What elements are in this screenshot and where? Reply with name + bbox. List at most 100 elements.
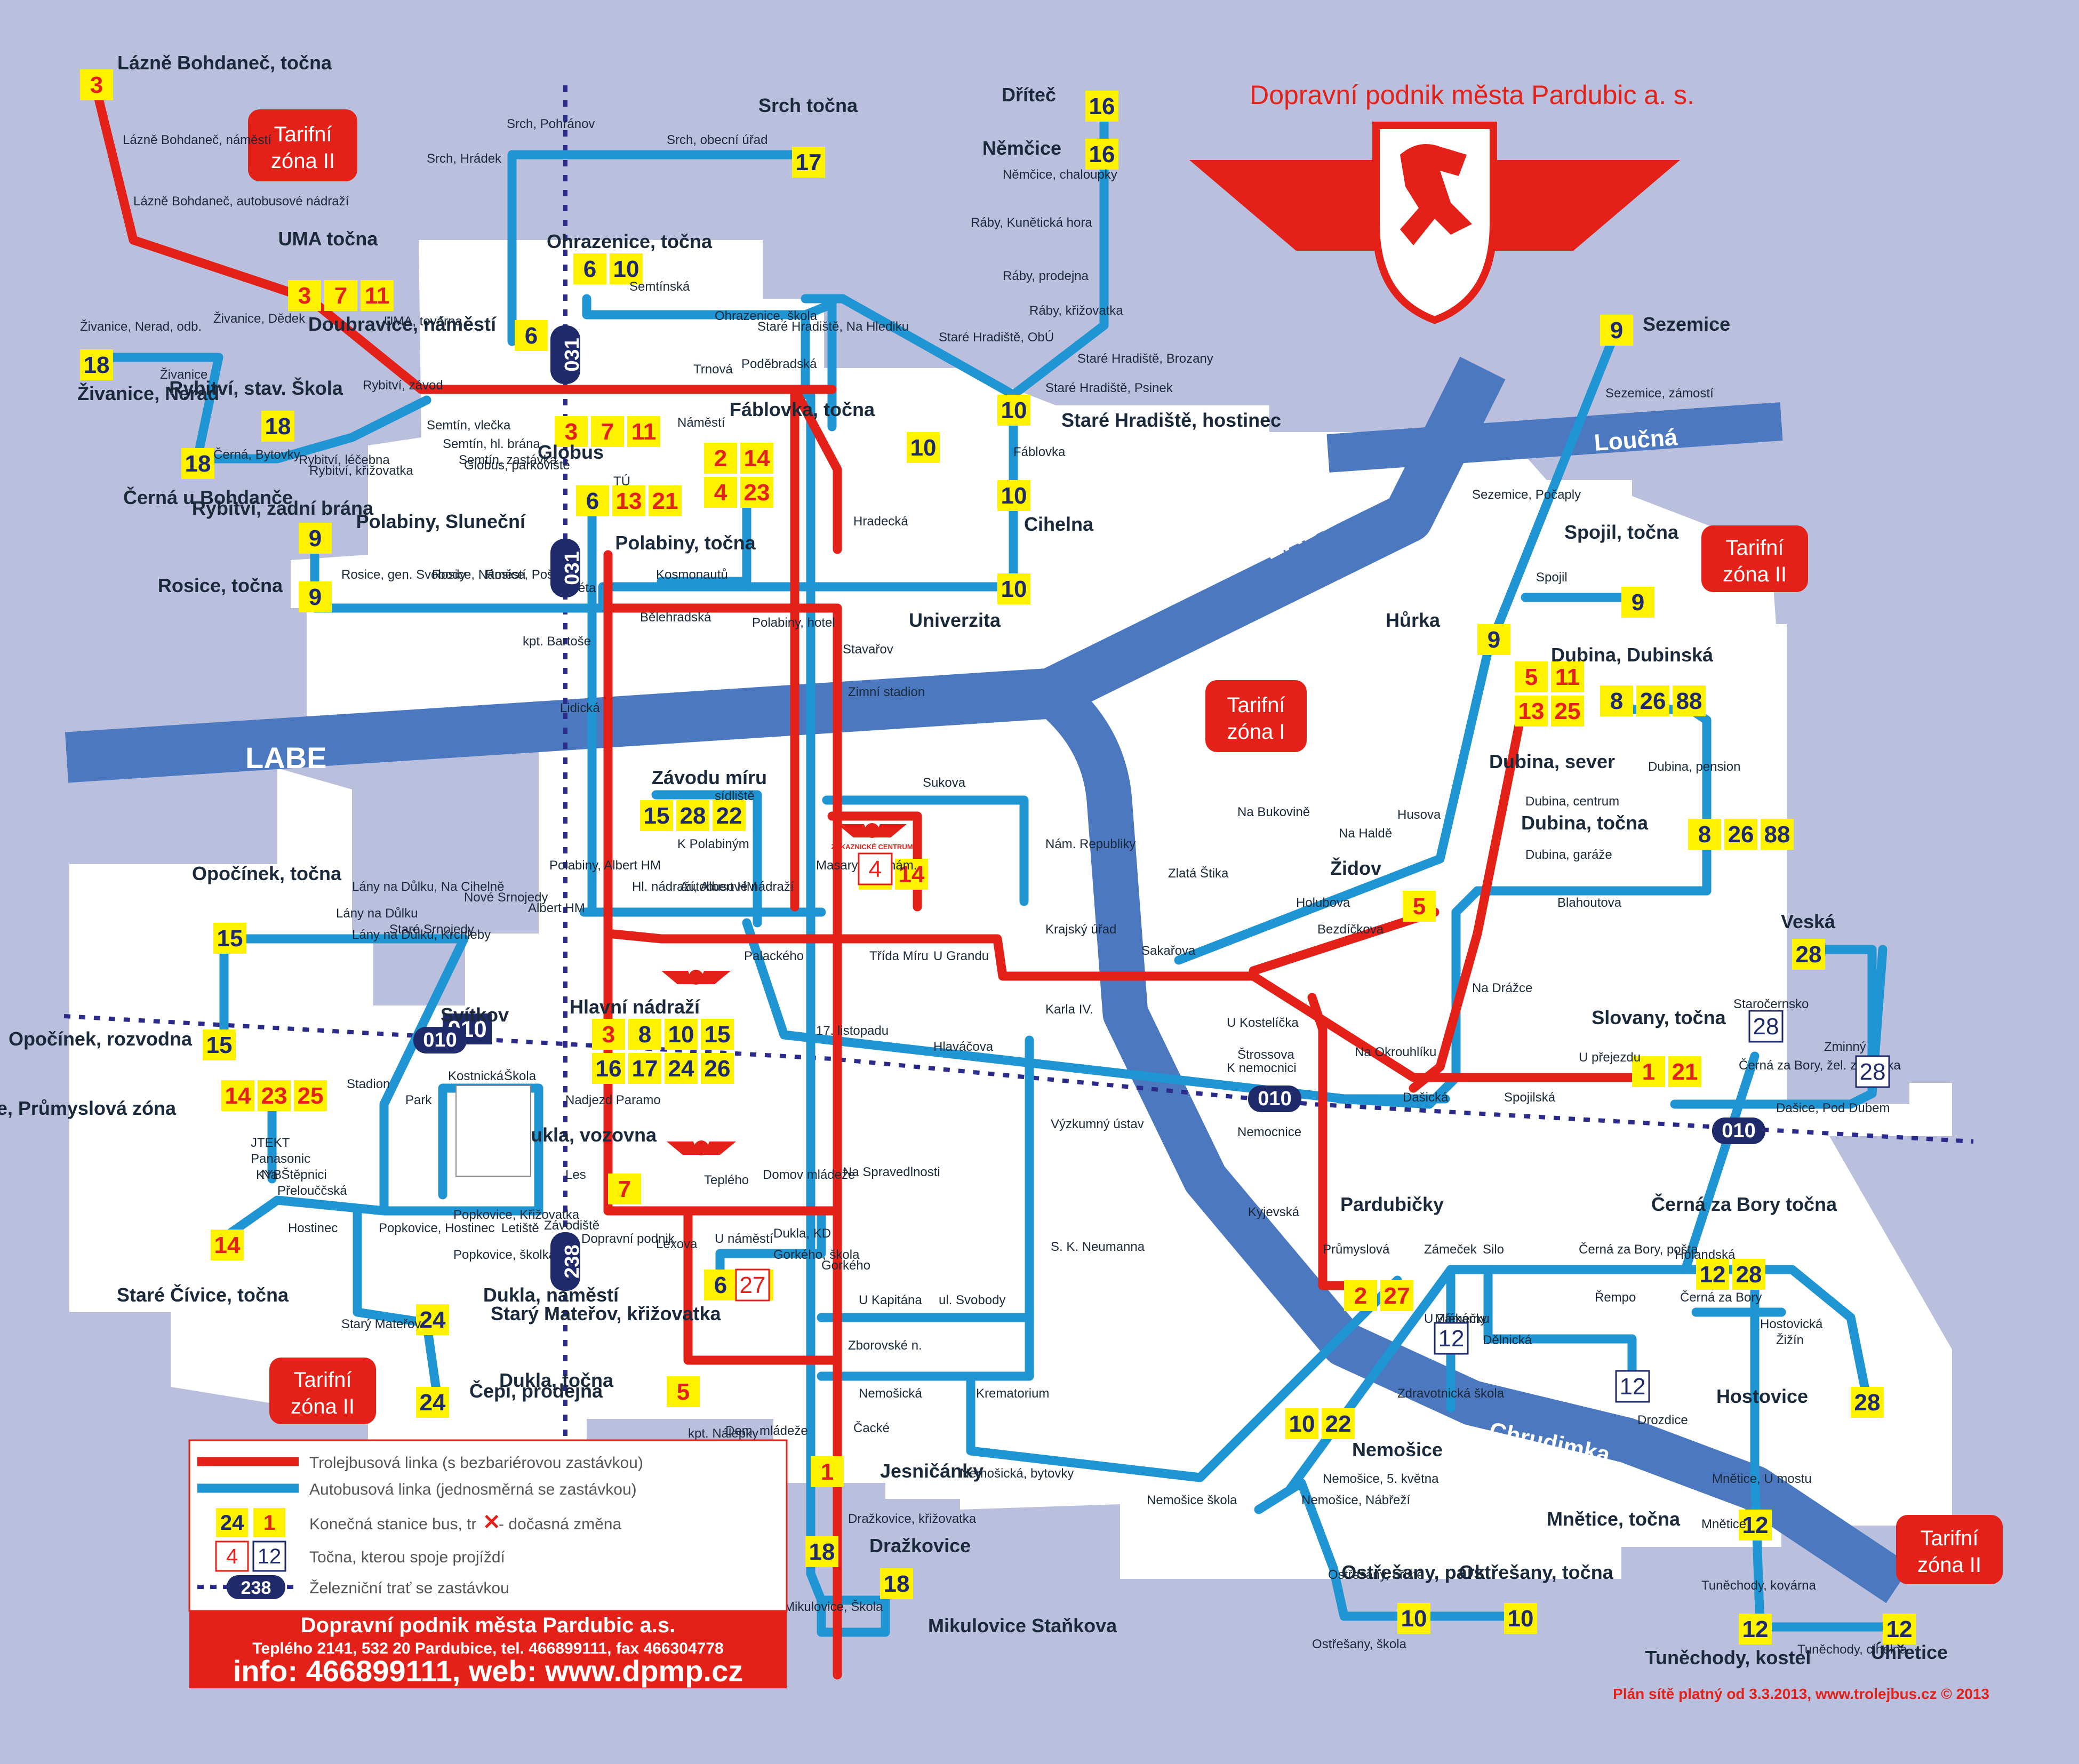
line-badge-number: 7 — [618, 1176, 631, 1202]
stop-label: Rosice, Náměstí — [432, 568, 526, 582]
line-badge-24 — [416, 1387, 449, 1418]
line-badge-number: 9 — [309, 584, 322, 610]
stop-label: Mnětice — [1701, 1517, 1746, 1531]
line-badge-8 — [1600, 685, 1633, 716]
line-badge-number: 18 — [809, 1539, 835, 1565]
station-name: Hostovice — [1716, 1385, 1808, 1407]
stop-label: Ostřešany, hřiště — [1328, 1568, 1424, 1582]
stop-label: Nemošice, Nábřeží — [1301, 1493, 1410, 1507]
line-badge-number: 27 — [1384, 1283, 1410, 1309]
stop-label: Mnětice, U mostu — [1712, 1472, 1812, 1486]
line-badge-14 — [895, 859, 928, 890]
stop-label: Kostnická — [448, 1069, 504, 1083]
bus-line-svitkov — [379, 1083, 543, 1216]
trolley-line-main-north — [667, 385, 842, 554]
line-badge-number: 12 — [1742, 1616, 1769, 1642]
zone-2-ne-line2: zóna II — [1723, 563, 1787, 586]
hl-shield — [689, 970, 703, 985]
station-name: Tuněchody, kostel — [1645, 1647, 1811, 1669]
line-badge-number: 10 — [613, 256, 639, 282]
stop-label: Na Štěpnici — [261, 1167, 327, 1182]
line-badge-88 — [1761, 819, 1794, 850]
line-badge-28 — [676, 800, 709, 831]
line-badge-9 — [299, 581, 332, 612]
legend-terminal-bus-num: 24 — [220, 1511, 244, 1535]
station-name: Dříteč — [1002, 84, 1056, 106]
contact-box — [189, 1611, 787, 1688]
zone-labels: Tarifní zóna II Tarifní zóna I Tarifní z… — [248, 109, 2003, 1584]
line-badge-number: 14 — [899, 861, 925, 888]
zone-2-sw-line2: zóna II — [291, 1395, 355, 1418]
line-badge-number: 6 — [586, 488, 599, 514]
contact-info: info: 466899111, web: www.dpmp.cz — [233, 1654, 743, 1688]
line-badge-number: 88 — [1676, 688, 1702, 714]
depot-logo-icon — [667, 1140, 736, 1155]
line-badge-number: 2 — [1354, 1283, 1367, 1309]
stop-label: Lexova — [656, 1237, 698, 1251]
turn-loop-number: 12 — [1620, 1374, 1646, 1400]
line-badge-28 — [1792, 939, 1825, 970]
line-badge-8 — [628, 1019, 661, 1050]
station-name: Spojil, točna — [1564, 521, 1679, 543]
line-badge-number: 17 — [632, 1056, 658, 1082]
station-name: Čepí, prodejna — [469, 1379, 603, 1402]
line-badge-number: 10 — [1001, 397, 1027, 424]
stop-label: Na Bukovině — [1237, 805, 1310, 819]
line-badge-26 — [1724, 819, 1757, 850]
bus-lines — [89, 97, 1904, 1637]
line-badge-number: 18 — [84, 352, 110, 378]
bus-line-12-east — [1286, 1051, 1760, 1493]
trolley-line-5-dukla — [683, 1206, 837, 1365]
stop-label: Krajský úřad — [1045, 922, 1116, 937]
stop-label: Sukova — [923, 776, 966, 790]
turn-loop-number: 28 — [1860, 1059, 1886, 1085]
river-chrudimka — [1036, 675, 1912, 1603]
stop-label: Lázně Bohdaneč, autobusové nádraží — [133, 194, 349, 209]
line-badge-5 — [1403, 891, 1436, 922]
stop-label: Nemošice škola — [1147, 1493, 1237, 1507]
river-labe-label-west: LABE — [245, 741, 326, 775]
line-badge-number: 28 — [1854, 1390, 1881, 1416]
line-badge-11 — [627, 416, 660, 447]
line-badge-number: 10 — [1001, 576, 1027, 602]
station-name: Černá za Bory točna — [1651, 1193, 1837, 1215]
line-badge-number: 8 — [1610, 688, 1623, 714]
line-badge-number: 25 — [1555, 698, 1581, 724]
line-badge-number: 26 — [705, 1056, 731, 1082]
stop-label: Náměstí — [677, 416, 725, 430]
contact-address: Teplého 2141, 532 20 Pardubice, tel. 466… — [252, 1640, 723, 1657]
station-name: Polabiny, Sluneční — [356, 510, 526, 532]
contact-company: Dopravní podnik města Pardubic a.s. — [301, 1614, 675, 1637]
legend-terminal-text: Konečná stanice bus, tr — [309, 1515, 477, 1533]
station-name: Hlavní nádraží — [570, 996, 700, 1018]
stop-label: Silo — [1483, 1242, 1504, 1257]
station-name: Závodu míru — [652, 767, 767, 788]
stop-label: Zámeček — [1424, 1242, 1477, 1257]
stop-label: Dopravní podnik — [581, 1232, 675, 1246]
station-name: Jesničánky — [880, 1460, 983, 1482]
line-badge-26 — [701, 1053, 734, 1084]
line-badge-14 — [221, 1080, 254, 1111]
zone-2-ne-line1: Tarifní — [1726, 536, 1784, 560]
stop-label: Spojil — [1536, 570, 1568, 585]
stop-label: U přejezdu — [1579, 1050, 1641, 1065]
stop-label: Domov mládeže — [763, 1168, 855, 1182]
turn-loop-number: 28 — [1753, 1013, 1779, 1040]
stop-label: Polabiny, hotel — [752, 616, 835, 630]
line-badge-10 — [997, 573, 1030, 604]
line-badge-14 — [740, 443, 773, 474]
station-name: Globus — [538, 441, 604, 463]
stop-label: Teplého — [704, 1173, 749, 1187]
stop-label: Hl. nádraží, Albert HM — [632, 880, 757, 894]
zone-2-se-badge — [1896, 1515, 2003, 1584]
rail-badge-031-rosice — [550, 539, 580, 597]
bus-line-srch — [507, 150, 815, 346]
